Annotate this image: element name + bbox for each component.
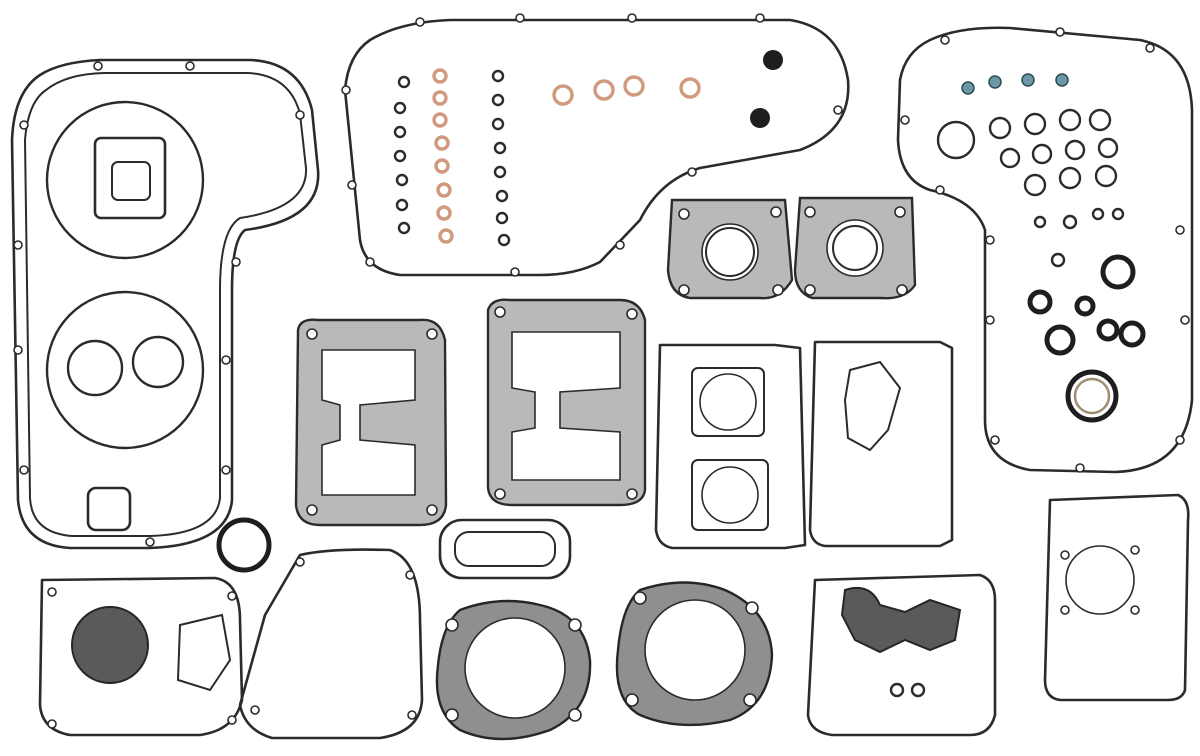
tappet-cover-gasket (806, 573, 997, 737)
head-gasket-right (615, 581, 774, 727)
rocker-cover-gasket-right (808, 340, 954, 548)
base-gasket-right (793, 196, 917, 300)
cam-cover-gasket (341, 13, 850, 277)
crank-seal (216, 517, 272, 573)
base-gasket-left (666, 198, 794, 300)
primary-cover-gasket (10, 58, 320, 550)
rocker-box-gasket-right (486, 298, 647, 507)
rocker-cover-gasket-left (654, 343, 807, 550)
inspection-cover-gasket (238, 548, 424, 740)
oval-gasket (438, 518, 572, 580)
transmission-cover-gasket (896, 26, 1194, 474)
gearcase-gasket (1043, 493, 1190, 702)
small-washers (393, 68, 701, 247)
head-gasket-left (435, 599, 592, 741)
primary-inner-seals (45, 100, 205, 532)
derby-cover-gasket (38, 576, 244, 737)
rocker-box-gasket-left (294, 318, 448, 527)
